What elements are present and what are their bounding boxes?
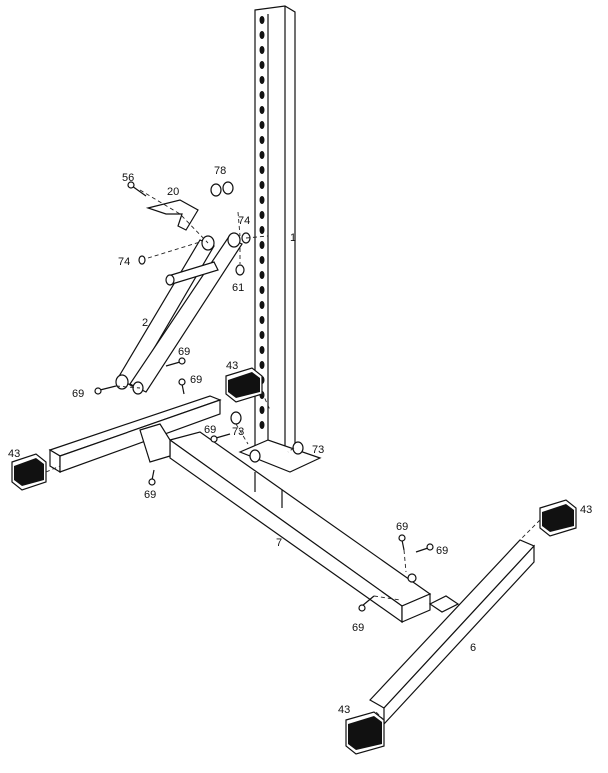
spacer-parts — [210, 181, 234, 197]
post-hole — [259, 76, 265, 84]
assembly-guides — [45, 189, 541, 721]
part-label-74-a: 74 — [238, 215, 251, 227]
post-hole — [259, 16, 265, 24]
upright-post — [238, 5, 322, 473]
part-label-43-left: 43 — [8, 448, 21, 460]
post-hole — [259, 151, 265, 159]
post-hole — [259, 406, 265, 414]
post-hole — [259, 181, 265, 189]
pivot-nut — [235, 264, 245, 276]
part-label-43-post: 43 — [226, 360, 239, 372]
bolt-parts — [94, 357, 434, 612]
post-hole — [259, 31, 265, 39]
part-label-20: 20 — [167, 186, 180, 198]
bracket — [145, 199, 199, 231]
post-hole — [259, 61, 265, 69]
foot-caps — [11, 367, 577, 755]
post-hole — [259, 196, 265, 204]
post-hole — [259, 331, 265, 339]
part-label-73-a: 73 — [232, 426, 245, 438]
post-hole — [259, 166, 265, 174]
pivot-bolt — [127, 181, 147, 197]
part-label-69-g: 69 — [436, 545, 449, 557]
part-label-2: 2 — [142, 317, 149, 329]
cross-base — [369, 539, 536, 726]
part-label-69-f: 69 — [396, 521, 409, 533]
part-label-6: 6 — [470, 642, 477, 654]
post-hole — [259, 346, 265, 354]
post-hole — [259, 256, 265, 264]
post-hole — [259, 121, 265, 129]
part-label-73-b: 73 — [312, 444, 325, 456]
post-hole — [259, 421, 265, 429]
part-label-7: 7 — [276, 537, 283, 549]
part-label-43-bottom: 43 — [338, 704, 351, 716]
part-label-74-b: 74 — [118, 256, 131, 268]
arm-assembly — [115, 232, 243, 395]
part-label-56: 56 — [122, 172, 135, 184]
post-hole — [259, 106, 265, 114]
post-hole — [259, 211, 265, 219]
post-hole — [259, 226, 265, 234]
post-hole — [259, 316, 265, 324]
part-label-78: 78 — [214, 165, 227, 177]
part-label-1: 1 — [290, 232, 297, 244]
post-hole — [259, 271, 265, 279]
part-label-43-right: 43 — [580, 504, 593, 516]
part-label-61: 61 — [232, 282, 245, 294]
post-hole — [259, 46, 265, 54]
part-label-69-h: 69 — [352, 622, 365, 634]
post-hole — [259, 361, 265, 369]
post-hole — [259, 241, 265, 249]
part-label-69-e: 69 — [144, 489, 157, 501]
post-hole — [259, 136, 265, 144]
post-hole — [259, 301, 265, 309]
part-label-69-b: 69 — [178, 346, 191, 358]
left-base-tube — [48, 395, 222, 474]
post-hole — [259, 91, 265, 99]
part-label-69-c: 69 — [190, 374, 203, 386]
part-label-69-d: 69 — [204, 424, 217, 436]
post-hole — [259, 286, 265, 294]
part-label-69-a: 69 — [72, 388, 85, 400]
